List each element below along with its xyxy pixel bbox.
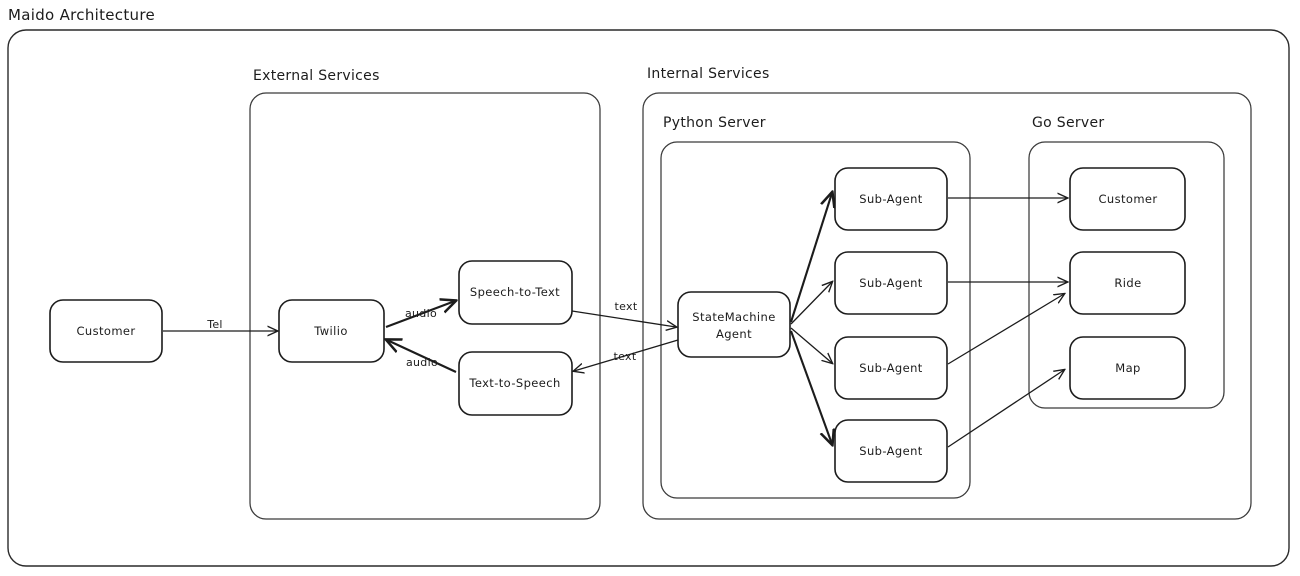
edge-label-tel: Tel: [206, 318, 223, 331]
edge-agent-subagent2: [790, 282, 832, 325]
node-label-speech-to-text: Speech-to-Text: [470, 285, 560, 299]
node-label-statemachine-agent-line1: StateMachine: [692, 310, 775, 324]
edge-label-audio-to-stt: audio: [405, 307, 437, 320]
node-statemachine-agent[interactable]: [677, 291, 791, 358]
node-label-subagent-2: Sub-Agent: [859, 276, 923, 290]
group-label-internal-services: Internal Services: [647, 66, 770, 82]
edge-agent-subagent3: [790, 327, 832, 363]
node-text-to-speech[interactable]: [458, 351, 573, 416]
edge-tts-twilio: [387, 340, 457, 373]
edge-stt-agent: [571, 310, 676, 327]
node-label-subagent-1: Sub-Agent: [859, 192, 923, 206]
node-label-statemachine-agent-line2: Agent: [716, 327, 752, 341]
node-subagent-3[interactable]: [834, 336, 948, 400]
edge-subagent4-go-map: [947, 370, 1064, 448]
node-subagent-2[interactable]: [834, 251, 948, 315]
node-label-go-ride: Ride: [1114, 276, 1141, 290]
edge-label-text-from-agent: text: [614, 350, 637, 363]
edge-label-audio-from-tts: audio: [406, 356, 438, 369]
edge-twilio-stt: [385, 301, 455, 328]
group-go-server: [1028, 141, 1225, 409]
outer-container: [7, 29, 1290, 567]
node-twilio[interactable]: [278, 299, 385, 363]
group-external-services: [249, 92, 601, 520]
node-go-map[interactable]: [1069, 336, 1186, 400]
node-label-subagent-4: Sub-Agent: [859, 444, 923, 458]
node-go-ride[interactable]: [1069, 251, 1186, 315]
node-go-customer[interactable]: [1069, 167, 1186, 231]
node-label-text-to-speech: Text-to-Speech: [468, 376, 560, 390]
edge-agent-subagent4: [790, 330, 832, 444]
node-label-subagent-3: Sub-Agent: [859, 361, 923, 375]
group-internal-services: [642, 92, 1252, 520]
edge-agent-tts: [574, 339, 679, 371]
group-label-external-services: External Services: [253, 68, 380, 84]
node-subagent-1[interactable]: [834, 167, 948, 231]
edge-label-text-to-agent: text: [615, 300, 638, 313]
group-label-go-server: Go Server: [1032, 115, 1104, 131]
node-label-go-customer: Customer: [1098, 192, 1157, 206]
edge-subagent3-go-ride: [947, 294, 1064, 365]
group-label-python-server: Python Server: [663, 115, 766, 131]
node-label-customer-left: Customer: [76, 324, 135, 338]
group-python-server: [660, 141, 971, 499]
page-title: Maido Architecture: [8, 6, 155, 24]
node-label-go-map: Map: [1115, 361, 1140, 375]
node-speech-to-text[interactable]: [458, 260, 573, 325]
node-subagent-4[interactable]: [834, 419, 948, 483]
edge-agent-subagent1: [789, 193, 832, 323]
node-customer-left[interactable]: [49, 299, 163, 363]
node-label-twilio: Twilio: [313, 324, 348, 338]
